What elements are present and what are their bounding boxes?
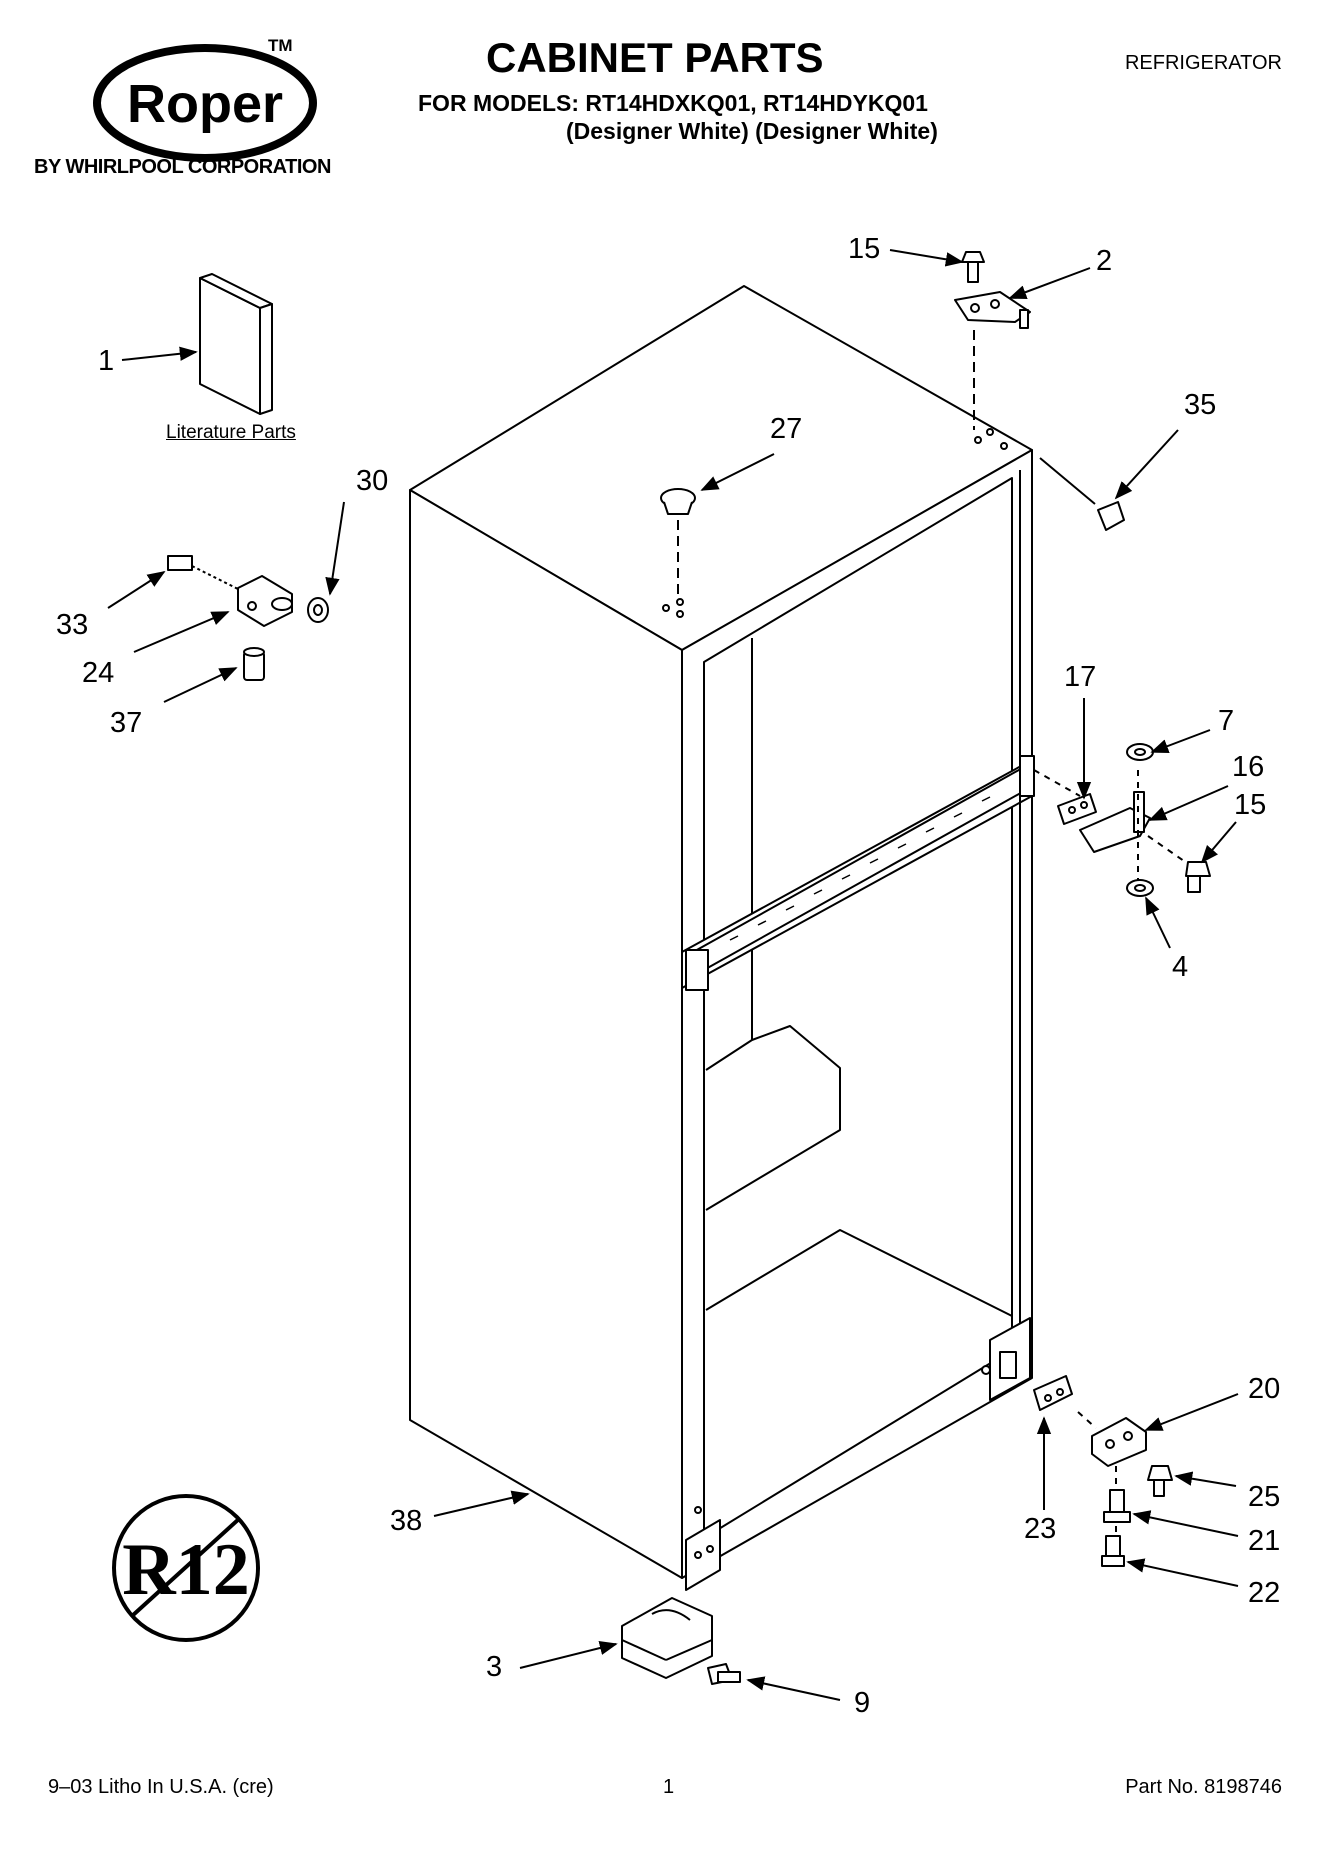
top-hinge	[954, 291, 1031, 430]
hinge-pin	[1103, 1489, 1131, 1523]
callout-27: 27	[770, 413, 802, 445]
callout-1: 1	[98, 345, 114, 377]
brand-subtitle: BY WHIRLPOOL CORPORATION	[34, 156, 331, 178]
leveling-bolt	[1101, 1535, 1125, 1567]
center-hinge	[1033, 769, 1195, 880]
r12-badge-text: R12	[122, 1529, 249, 1611]
category-label: REFRIGERATOR	[1124, 52, 1282, 74]
no-r12-badge	[112, 1494, 260, 1642]
footer-print-info: 9–03 Litho In U.S.A. (cre)	[48, 1776, 274, 1798]
models-line: FOR MODELS: RT14HDXKQ01, RT14HDYKQ01	[418, 90, 928, 116]
callout-9: 9	[854, 1687, 870, 1719]
spacer-sleeve	[243, 647, 265, 681]
callout-leaders	[107, 249, 1239, 1701]
callout-35: 35	[1184, 389, 1216, 421]
literature-parts-label: Literature Parts	[166, 422, 296, 443]
center-hinge-bracket	[237, 575, 293, 627]
callout-7: 7	[1218, 705, 1234, 737]
footer-page-number: 1	[663, 1776, 675, 1798]
hinge-washer-bottom	[1126, 879, 1154, 897]
callout-23: 23	[1024, 1513, 1056, 1545]
callout-3: 3	[486, 1651, 502, 1683]
callout-17: 17	[1064, 661, 1096, 693]
page-title: CABINET PARTS	[486, 34, 824, 81]
bottom-hinge	[1077, 1411, 1147, 1540]
top-hinge-screw	[961, 251, 985, 283]
callout-38: 38	[390, 1505, 422, 1537]
colors-line: (Designer White) (Designer White)	[566, 118, 938, 144]
callout-33: 33	[56, 609, 88, 641]
callout-15-top: 15	[848, 233, 880, 265]
bottom-hinge-shim	[1033, 1375, 1073, 1411]
leveling-leg-bracket	[621, 1597, 713, 1679]
trademark-mark: TM	[268, 36, 293, 55]
center-hinge-screw	[1185, 861, 1211, 893]
literature-booklet-icon	[199, 273, 273, 415]
callout-2: 2	[1096, 245, 1112, 277]
callout-22: 22	[1248, 1577, 1280, 1609]
door-stop-bolt	[167, 555, 241, 591]
mullion-slots	[729, 796, 991, 941]
refrigerator-cabinet	[409, 285, 1035, 1591]
footer-part-number: Part No. 8198746	[1125, 1776, 1282, 1798]
leveling-leg-screw	[707, 1663, 741, 1685]
bottom-hinge-screw	[1147, 1465, 1173, 1497]
callout-16: 16	[1232, 751, 1264, 783]
callout-25: 25	[1248, 1481, 1280, 1513]
callout-24: 24	[82, 657, 114, 689]
brand-text: Roper	[127, 74, 283, 134]
top-hole-plug	[660, 488, 696, 596]
callout-4: 4	[1172, 951, 1188, 983]
callout-20: 20	[1248, 1373, 1280, 1405]
hinge-cover	[1039, 457, 1125, 531]
callout-21: 21	[1248, 1525, 1280, 1557]
callout-15-center: 15	[1234, 789, 1266, 821]
hinge-bushing	[307, 597, 329, 623]
hinge-washer-top	[1126, 743, 1154, 761]
callout-30: 30	[356, 465, 388, 497]
callout-37: 37	[110, 707, 142, 739]
roper-logo: Roper	[93, 44, 317, 162]
center-hinge-shim	[1057, 793, 1097, 825]
